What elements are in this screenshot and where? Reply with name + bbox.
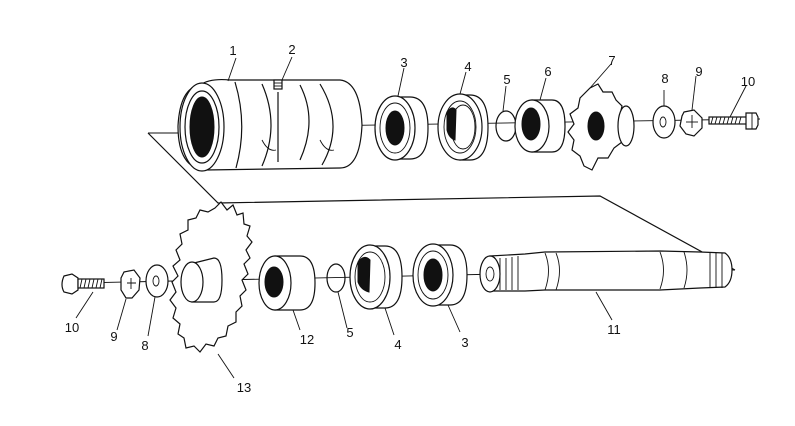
callout-11: 11	[607, 322, 621, 337]
part-10-bolt-upper	[708, 112, 759, 130]
callout-2: 2	[288, 42, 295, 57]
callout-5-lower: 5	[346, 325, 353, 340]
part-3-bearing-upper	[374, 95, 429, 161]
callout-4-lower: 4	[394, 337, 401, 352]
callout-3: 3	[400, 55, 407, 70]
callout-6: 6	[544, 64, 551, 79]
callout-9: 9	[695, 64, 702, 79]
part-5-oring-lower	[326, 263, 346, 293]
callout-3-lower: 3	[461, 335, 468, 350]
part-13-large-sprocket	[169, 201, 253, 353]
callout-leader-lines	[75, 56, 747, 379]
callout-9-lower: 9	[110, 329, 117, 344]
callout-13: 13	[237, 380, 251, 395]
callout-4: 4	[464, 59, 471, 74]
callout-5: 5	[503, 72, 510, 87]
part-3-bearing-lower	[412, 243, 468, 307]
part-9-lockwasher-lower	[120, 269, 141, 299]
part-4-seal-upper	[437, 93, 489, 161]
part-7-small-sprocket	[567, 83, 635, 171]
callout-10: 10	[741, 74, 755, 89]
part-1-housing	[177, 78, 363, 172]
lower-callouts: 10 9 8 13 12 5 4 3 11	[65, 320, 621, 395]
part-9-lockwasher-upper	[679, 109, 703, 137]
part-2-grease-fitting	[273, 79, 283, 90]
part-12-spacer-lower	[258, 255, 316, 311]
callout-8-lower: 8	[141, 338, 148, 353]
callout-1: 1	[229, 43, 236, 58]
part-5-oring-upper	[495, 110, 517, 142]
part-8-washer-lower	[145, 264, 169, 298]
part-11-shaft	[479, 250, 733, 293]
upper-callouts: 1 2 3 4 5 6 7 8 9 10	[229, 42, 755, 89]
part-8-washer-upper	[652, 105, 676, 139]
part-10-bolt-lower	[61, 273, 105, 295]
callout-7: 7	[608, 53, 615, 68]
callout-10-lower: 10	[65, 320, 79, 335]
callout-12: 12	[300, 332, 314, 347]
part-4-seal-lower	[349, 244, 403, 310]
callout-8: 8	[661, 71, 668, 86]
part-6-spacer-upper	[514, 99, 566, 153]
